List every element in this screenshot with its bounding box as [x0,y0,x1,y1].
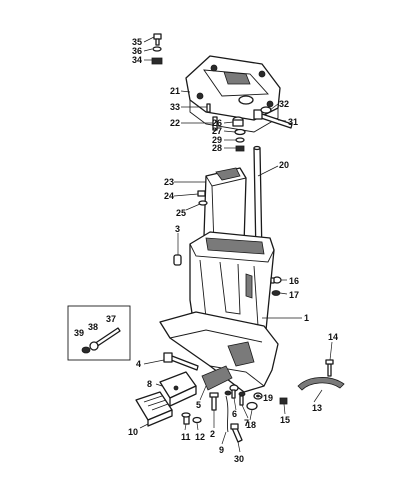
anti-ventilation-plate [159,311,279,393]
callout-25: 25 [176,208,186,218]
pin-33 [206,103,211,113]
cable-9 [224,390,232,433]
bolt-4 [163,352,199,371]
screw-11 [181,412,191,425]
trim-tab-5 [201,365,233,391]
callout-8: 8 [147,379,152,389]
callout-26: 26 [212,118,222,128]
callout-38: 38 [88,322,98,332]
nut-15 [279,397,288,405]
callout-31: 31 [288,117,298,127]
grommet-3 [173,254,182,266]
callout-21: 21 [170,86,180,96]
leader-lines [139,36,333,453]
callout-32: 32 [279,99,289,109]
callout-4: 4 [136,359,141,369]
callout-3: 3 [175,224,180,234]
screw-6 [229,384,239,399]
washer-19 [253,392,263,400]
screw-7 [238,391,246,406]
callout-29: 29 [212,135,222,145]
callout-19: 19 [263,393,273,403]
bolt-31 [253,109,293,129]
bracket-8 [159,371,197,407]
callout-13: 13 [312,403,322,413]
screw-24 [197,190,206,197]
callout-12: 12 [195,432,205,442]
washer-27 [234,128,246,136]
callout-14: 14 [328,332,338,342]
callout-24: 24 [164,191,174,201]
screw-35 [153,33,162,46]
callout-20: 20 [279,160,289,170]
callout-16: 16 [289,276,299,286]
callout-22: 22 [170,118,180,128]
callout-37: 37 [106,314,116,324]
callout-23: 23 [164,177,174,187]
callout-5: 5 [196,400,201,410]
callout-2: 2 [210,429,215,439]
callout-11: 11 [181,432,191,442]
washer-25 [198,200,208,206]
nut-28 [235,145,245,152]
callout-34: 34 [132,55,142,65]
nut-34 [151,57,163,65]
callout-28: 28 [212,143,222,153]
callout-9: 9 [219,445,224,455]
washer-36 [152,46,162,52]
callout-15: 15 [280,415,290,425]
callout-35: 35 [132,37,142,47]
callout-18: 18 [246,420,256,430]
plate-10 [135,391,173,427]
callout-27: 27 [212,126,222,136]
callout-10: 10 [128,427,138,437]
callout-1: 1 [304,313,309,323]
callout-17: 17 [289,290,299,300]
callout-33: 33 [170,102,180,112]
callouts: 35 36 34 21 33 22 26 27 29 28 32 31 20 2… [74,37,338,464]
screw-16 [270,276,282,284]
washer-32 [260,106,272,114]
callout-30: 30 [234,454,244,464]
stud-22 [212,116,218,131]
washer-29 [235,137,245,143]
screw-30 [230,423,243,443]
screw-2 [209,392,219,411]
nut-18 [246,401,258,411]
callout-39: 39 [74,328,84,338]
inset-box [67,305,131,361]
bolt-14 [325,359,334,377]
bushing-26 [232,116,244,127]
callout-7: 7 [244,418,249,428]
strap-13 [297,377,345,391]
washer-12 [192,416,202,424]
callout-6: 6 [232,409,237,419]
callout-36: 36 [132,46,142,56]
washer-17 [271,290,281,296]
